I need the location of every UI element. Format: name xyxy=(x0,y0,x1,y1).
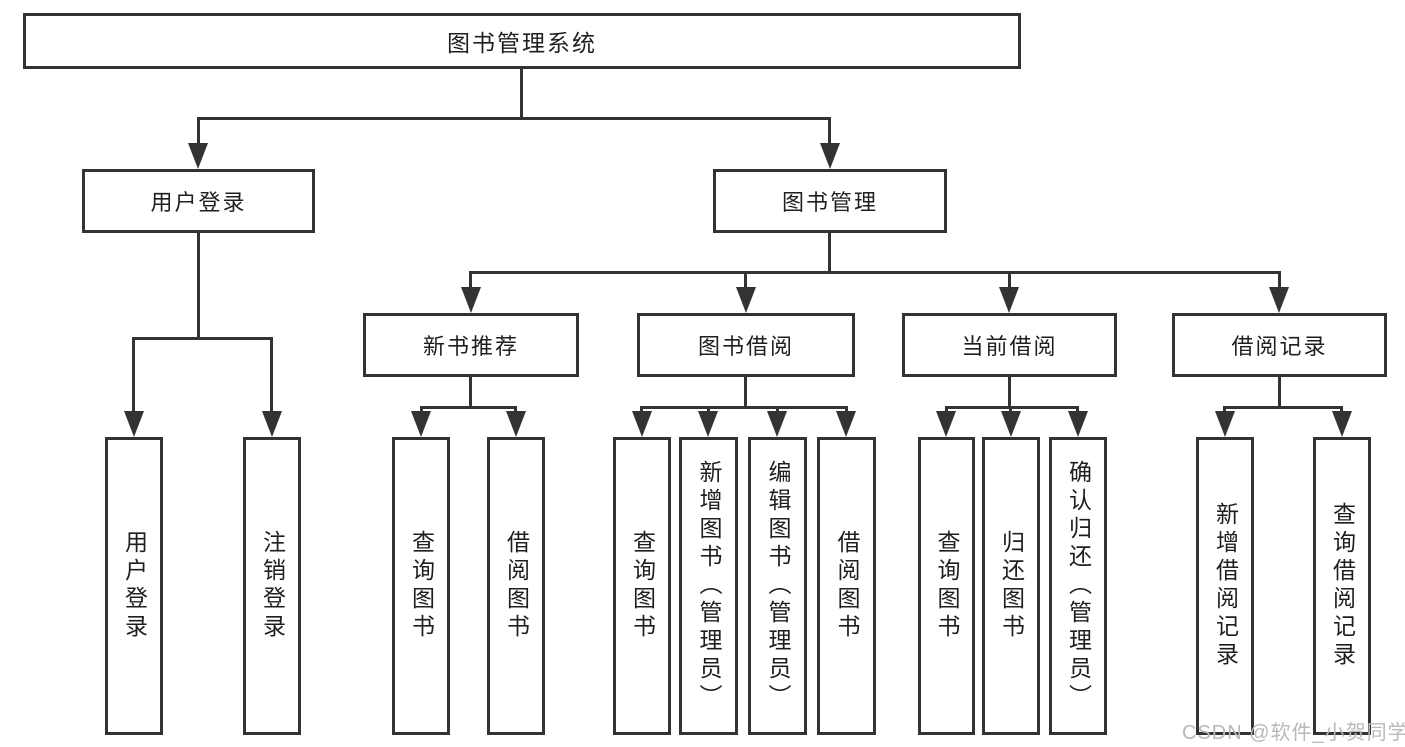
node-book-borrowing-label: 图书借阅 xyxy=(697,334,794,359)
arrowhead-cb-query xyxy=(936,411,956,437)
arrowhead-rec-borrow xyxy=(506,411,526,437)
arrowhead-book-borrowing xyxy=(736,287,756,313)
csdn-watermark: CSDN @软件_小贺同学 xyxy=(1182,722,1405,744)
node-current-borrowing-label: 当前借阅 xyxy=(961,334,1058,359)
connector-book-management-stem xyxy=(828,233,831,274)
connector-drop-bb-edit xyxy=(776,406,779,414)
arrowhead-rec-query xyxy=(411,411,431,437)
connector-drop-bb-borrow xyxy=(845,406,848,414)
leaf-bb-add-book-admin: 新增图书（管理员） xyxy=(679,437,738,735)
leaf-bb-borrow-book-label: 借阅图书 xyxy=(834,530,860,642)
node-borrow-records-label: 借阅记录 xyxy=(1231,334,1328,359)
leaf-logout-label: 注销登录 xyxy=(259,530,286,642)
leaf-br-query-record: 查询借阅记录 xyxy=(1313,437,1371,735)
leaf-br-add-record: 新增借阅记录 xyxy=(1196,437,1254,735)
connector-drop-cb-query xyxy=(945,406,948,414)
connector-drop-cb-return xyxy=(1009,406,1012,414)
leaf-rec-query-book: 查询图书 xyxy=(392,437,450,735)
connector-user-login-stem xyxy=(197,233,200,339)
leaf-cb-return-book: 归还图书 xyxy=(982,437,1040,735)
arrowhead-leaf-login xyxy=(124,411,144,437)
connector-drop-br-add xyxy=(1223,406,1226,414)
leaf-bb-edit-book-admin: 编辑图书（管理员） xyxy=(748,437,807,735)
node-borrow-records: 借阅记录 xyxy=(1172,313,1387,377)
arrowhead-book-management xyxy=(820,143,840,169)
leaf-br-add-record-label: 新增借阅记录 xyxy=(1212,502,1239,670)
arrowhead-user-login xyxy=(188,143,208,169)
connector-user-login-bar xyxy=(132,337,273,340)
leaf-br-query-record-label: 查询借阅记录 xyxy=(1329,502,1356,670)
leaf-rec-query-book-label: 查询图书 xyxy=(408,530,435,642)
leaf-user-login-label: 用户登录 xyxy=(121,530,148,642)
arrowhead-bb-edit xyxy=(767,411,787,437)
node-new-book-recommend: 新书推荐 xyxy=(363,313,579,377)
arrowhead-br-add xyxy=(1215,411,1235,437)
arrowhead-bb-add xyxy=(698,411,718,437)
node-current-borrowing: 当前借阅 xyxy=(902,313,1117,377)
connector-drop-current-borrowing xyxy=(1008,271,1011,289)
connector-drop-rec-query xyxy=(420,406,423,414)
leaf-cb-confirm-return-admin: 确认归还（管理员） xyxy=(1049,437,1107,735)
leaf-bb-query-book: 查询图书 xyxy=(613,437,671,735)
connector-borrow-records-stem xyxy=(1278,377,1281,409)
arrowhead-br-query xyxy=(1332,411,1352,437)
connector-drop-leaf-login xyxy=(132,337,135,413)
connector-drop-borrow-records xyxy=(1278,271,1281,289)
connector-drop-leaf-logout xyxy=(270,337,273,413)
node-book-management: 图书管理 xyxy=(713,169,947,233)
connector-book-borrowing-stem xyxy=(744,377,747,409)
connector-drop-bb-add xyxy=(707,406,710,414)
connector-drop-book-management xyxy=(828,117,831,145)
connector-drop-new-book-recommend xyxy=(469,271,472,289)
leaf-logout: 注销登录 xyxy=(243,437,301,735)
arrowhead-current-borrowing xyxy=(999,287,1019,313)
connector-drop-bb-query xyxy=(640,406,643,414)
leaf-user-login: 用户登录 xyxy=(105,437,163,735)
arrowhead-leaf-logout xyxy=(262,411,282,437)
leaf-rec-borrow-book: 借阅图书 xyxy=(487,437,545,735)
node-book-borrowing: 图书借阅 xyxy=(637,313,855,377)
arrowhead-cb-confirm xyxy=(1068,411,1088,437)
arrowhead-cb-return xyxy=(1001,411,1021,437)
leaf-bb-borrow-book: 借阅图书 xyxy=(817,437,876,735)
node-root-label: 图书管理系统 xyxy=(447,30,597,56)
leaf-cb-query-book: 查询图书 xyxy=(918,437,975,735)
node-user-login-label: 用户登录 xyxy=(150,190,247,215)
connector-book-borrowing-bar xyxy=(640,406,847,409)
node-user-login: 用户登录 xyxy=(82,169,315,233)
connector-drop-book-borrowing xyxy=(744,271,747,289)
connector-current-borrowing-bar xyxy=(945,406,1079,409)
arrowhead-bb-query xyxy=(632,411,652,437)
leaf-bb-add-book-admin-label: 新增图书（管理员） xyxy=(696,460,722,712)
connector-current-borrowing-stem xyxy=(1008,377,1011,409)
leaf-rec-borrow-book-label: 借阅图书 xyxy=(503,530,530,642)
connector-borrow-records-bar xyxy=(1223,406,1343,409)
leaf-cb-query-book-label: 查询图书 xyxy=(934,530,960,642)
arrowhead-new-book-recommend xyxy=(461,287,481,313)
connector-new-book-recommend-stem xyxy=(469,377,472,409)
connector-root-bar xyxy=(197,117,831,120)
arrowhead-borrow-records xyxy=(1269,287,1289,313)
connector-book-management-bar xyxy=(469,271,1281,274)
connector-drop-cb-confirm xyxy=(1076,406,1079,414)
leaf-cb-return-book-label: 归还图书 xyxy=(998,530,1025,642)
leaf-cb-confirm-return-admin-label: 确认归还（管理员） xyxy=(1065,460,1092,712)
connector-drop-rec-borrow xyxy=(514,406,517,414)
connector-drop-br-query xyxy=(1340,406,1343,414)
connector-new-book-recommend-bar xyxy=(420,406,516,409)
node-root: 图书管理系统 xyxy=(23,13,1021,69)
node-book-management-label: 图书管理 xyxy=(781,190,878,215)
leaf-bb-edit-book-admin-label: 编辑图书（管理员） xyxy=(765,460,791,712)
connector-root-stem xyxy=(520,69,523,119)
node-new-book-recommend-label: 新书推荐 xyxy=(422,334,519,359)
connector-drop-user-login xyxy=(197,117,200,145)
leaf-bb-query-book-label: 查询图书 xyxy=(629,530,656,642)
arrowhead-bb-borrow xyxy=(836,411,856,437)
